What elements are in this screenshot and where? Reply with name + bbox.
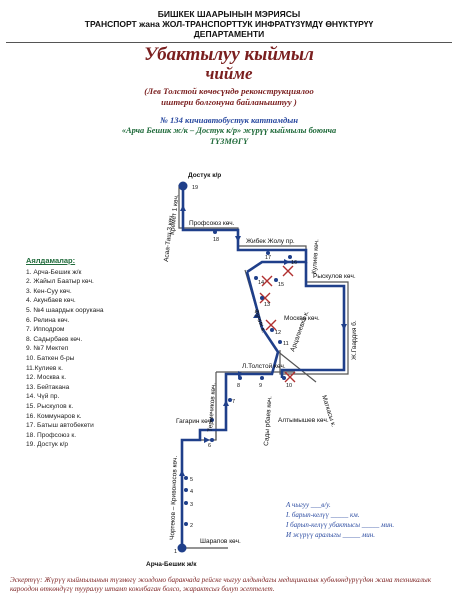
terminal-archa-beshik — [177, 543, 187, 553]
label-ltolstoy: Л.Толстой көч. — [242, 362, 286, 370]
stop-number: 12 — [275, 330, 281, 336]
legend-item: 13. Бейтакана — [26, 383, 70, 391]
label-termechikov: Термечиков көч. — [207, 382, 217, 432]
schedule-block: А чыгуу ___в/у. Ι. барып-келүү _____ км.… — [286, 500, 394, 540]
legend-item: 1. Арча-Бешик ж/к — [26, 268, 82, 276]
legend-item: 6. Релина көч. — [26, 316, 70, 324]
legend-item: 16. Коммунаров к. — [26, 412, 82, 420]
header-line1: БИШКЕК ШААРЫНЫН МЭРИЯСЫ — [157, 9, 301, 19]
stop-number: 16 — [291, 260, 297, 266]
schedule-line: Ι барып-келүү убактысы _____ мин. — [286, 521, 395, 529]
route-line: № 134 кичиавтобустук каттамдын — [159, 115, 299, 125]
legend-heading: Аялдамалар: — [26, 256, 76, 265]
stop-number: 7 — [232, 399, 235, 405]
stop-number: 9 — [259, 383, 262, 389]
stop-number: 19 — [192, 185, 198, 191]
label-kremet: Кремет 1 көч. — [169, 194, 180, 235]
legend-item: 12. Москва к. — [26, 374, 67, 382]
footer-note: Эскертүү: Жүрүү кыймылынын түзмөгү жолдо… — [10, 576, 432, 593]
legend-item: 17. Батыш автобекети — [26, 422, 94, 430]
stop-number: 2 — [190, 523, 193, 529]
label-ryskulov: Рыскулов көч. — [313, 273, 356, 280]
stop-number: 5 — [190, 477, 193, 483]
schedule-line: Ι. барып-келүү _____ км. — [286, 511, 360, 519]
legend-item: 18. Профсоюз к. — [26, 431, 77, 439]
terminal-dostuk — [178, 181, 188, 191]
stop-number: 6 — [208, 443, 211, 449]
label-chuy: Фучик к. — [252, 308, 267, 334]
label-dostuk: Достук к/р — [188, 172, 221, 179]
stop-number: 1 — [174, 549, 177, 555]
label-asa-tash: Асаа-Таш 3 көч. — [163, 213, 175, 262]
header-line2: ТРАНСПОРТ жана ЖОЛ-ТРАНСПОРТТУК ИНФРАТҮЗ… — [84, 19, 374, 29]
label-chortekov: Чортеков – Кривоносов көч. — [169, 455, 179, 540]
legend-item: 15. Рыскулов к. — [26, 402, 74, 410]
legend-item: 14. Чүй пр. — [26, 393, 60, 401]
title-line2: чиймe — [205, 64, 253, 83]
stop-number: 15 — [278, 282, 284, 288]
legend-item: 7. Ипподром — [26, 326, 65, 334]
stop-number: 13 — [264, 302, 270, 308]
label-kuliev: Кулиев көч. — [311, 239, 320, 274]
legend-item: 19. Достук к/р — [26, 441, 68, 449]
stops-legend: Аялдамалар: 1. Арча-Бешик ж/к 2. Жайыл Б… — [26, 256, 104, 450]
legend-item: 4. Акунбаев көч. — [26, 297, 76, 305]
label-jgvardiya: Ж.Гвардия б. — [350, 320, 358, 360]
legend-item: 11.Кулиев к. — [26, 364, 63, 372]
route-desc2: ТҮЗМӨГҮ — [209, 137, 249, 146]
closed-markers — [259, 265, 296, 383]
label-archa-beshik: Арча-Бешик ж/к — [146, 561, 197, 568]
title-line1: Убактылуу кыймыл — [144, 44, 314, 65]
stop-number: 14 — [258, 280, 264, 286]
legend-item: 8. Садырбаев көч. — [26, 335, 83, 343]
legend-item: 9. №7 Мектеп — [26, 345, 69, 353]
route-desc: «Арча Бешик ж/к – Достук к/р» жүрүү кыйм… — [121, 126, 337, 135]
stop-number: 18 — [213, 237, 219, 243]
legend-item: 2. Жайыл Баатыр көч. — [26, 278, 94, 286]
label-sadyrbaev: Сады рбаев көч. — [262, 396, 273, 447]
stop-number: 3 — [190, 502, 193, 508]
legend-item: 3. Кен-Суу көч. — [26, 287, 72, 295]
header-divider — [6, 42, 452, 43]
label-gagarin: Гагарин көч. — [176, 418, 213, 425]
route-arrows — [179, 205, 347, 476]
stop-number: 4 — [190, 489, 193, 495]
label-altymyshev: Алтымышев көч. — [278, 417, 329, 424]
stop-number: 10 — [286, 383, 292, 389]
legend-item: 5. №4 шаардык оорукана — [26, 306, 104, 314]
title-subtitle2: иштери болгонуна байланыштуу ) — [161, 97, 297, 107]
stop-number: 11 — [283, 341, 289, 347]
schedule-line: А чыгуу ___в/у. — [286, 501, 331, 509]
stop-dots — [184, 230, 292, 526]
schedule-line: И жүрүү аралыгы _____ мин. — [286, 531, 376, 539]
title-subtitle1: (Лев Толстой көчөсүндө реконструкциялоо — [144, 86, 314, 96]
stop-number: 17 — [265, 255, 271, 261]
header-line3: ДЕПАРТАМЕНТИ — [193, 29, 265, 39]
legend-item: 10. Баткен б-ры — [26, 354, 75, 362]
label-profsoyuz: Профсоюз көч. — [189, 220, 235, 227]
stop-number: 8 — [237, 383, 240, 389]
label-moskva: Москва көч. — [284, 315, 320, 322]
label-sharapov: Шарапов көч. — [200, 538, 241, 545]
label-jibek-jolu: Жибек Жолу пр. — [246, 237, 295, 245]
